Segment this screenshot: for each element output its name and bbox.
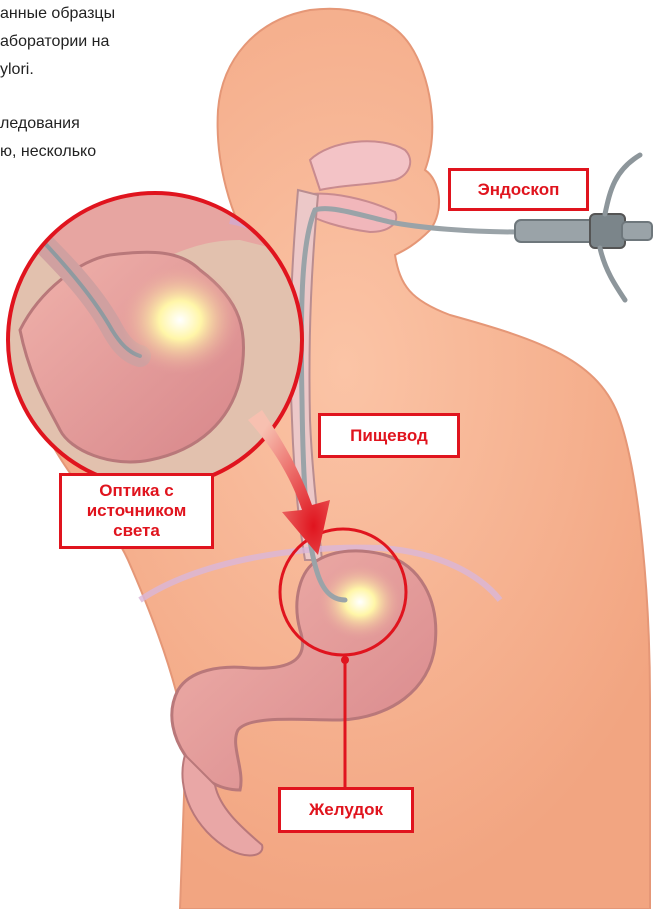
optics-label-line-1: Оптика с <box>99 481 173 501</box>
stomach-label: Желудок <box>278 787 414 833</box>
optics-label-line-3: света <box>113 521 160 541</box>
optics-label: Оптика с источником света <box>59 473 214 549</box>
esophagus-label: Пищевод <box>318 413 460 458</box>
esophagus-label-text: Пищевод <box>350 426 428 446</box>
endoscope-label-text: Эндоскоп <box>478 180 560 200</box>
endoscope-label: Эндоскоп <box>448 168 589 211</box>
optics-label-line-2: источником <box>87 501 187 521</box>
stomach-pointer-dot <box>341 656 349 664</box>
stomach-light-glow <box>318 564 402 640</box>
stomach-label-text: Желудок <box>309 800 383 820</box>
